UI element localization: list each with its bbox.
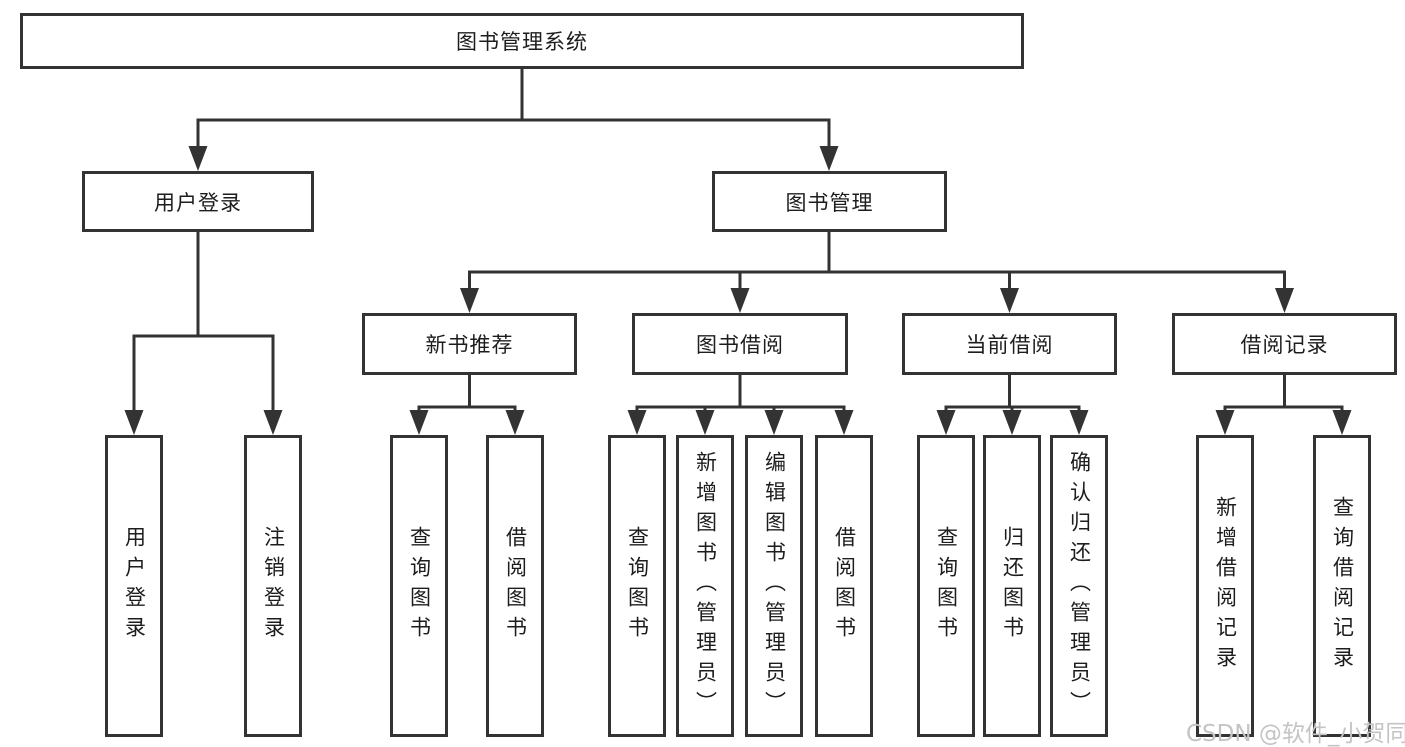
leaf-label: 查询借阅记录 [1330,496,1355,676]
csdn-watermark: CSDN @软件_小贺同学 [1186,721,1405,747]
node-book-management: 图书管理 [712,171,947,232]
node-user-login: 用户登录 [82,171,314,232]
leaf-confirm-return-admin: 确认归还（管理员） [1050,435,1108,737]
leaf-label: 归还图书 [1000,526,1025,646]
leaf-add-book-admin: 新增图书（管理员） [676,435,734,737]
node-borrowing-records: 借阅记录 [1172,313,1397,375]
leaf-user-login: 用户登录 [105,435,163,737]
leaf-label: 借阅图书 [503,526,528,646]
leaf-label: 编辑图书（管理员） [762,451,787,721]
leaf-add-borrow-record: 新增借阅记录 [1196,435,1254,737]
node-current-borrowing: 当前借阅 [902,313,1117,375]
leaf-label: 查询图书 [625,526,650,646]
leaf-borrow-book-recommend: 借阅图书 [486,435,544,737]
leaf-return-book: 归还图书 [983,435,1041,737]
leaf-logout: 注销登录 [244,435,302,737]
leaf-label: 新增借阅记录 [1213,496,1238,676]
leaf-query-book-recommend: 查询图书 [390,435,448,737]
leaf-query-borrow-record: 查询借阅记录 [1313,435,1371,737]
node-new-book-recommend: 新书推荐 [362,313,577,375]
leaf-label: 确认归还（管理员） [1067,451,1092,721]
leaf-label: 借阅图书 [832,526,857,646]
leaf-query-book-borrowing: 查询图书 [608,435,666,737]
leaf-label: 新增图书（管理员） [693,451,718,721]
leaf-query-book-current: 查询图书 [917,435,975,737]
leaf-label: 查询图书 [407,526,432,646]
leaf-borrow-book: 借阅图书 [815,435,873,737]
node-library-management-system: 图书管理系统 [20,13,1024,69]
leaf-edit-book-admin: 编辑图书（管理员） [745,435,803,737]
leaf-label: 用户登录 [122,526,147,646]
leaf-label: 查询图书 [934,526,959,646]
leaf-label: 注销登录 [261,526,286,646]
node-book-borrowing: 图书借阅 [632,313,848,375]
